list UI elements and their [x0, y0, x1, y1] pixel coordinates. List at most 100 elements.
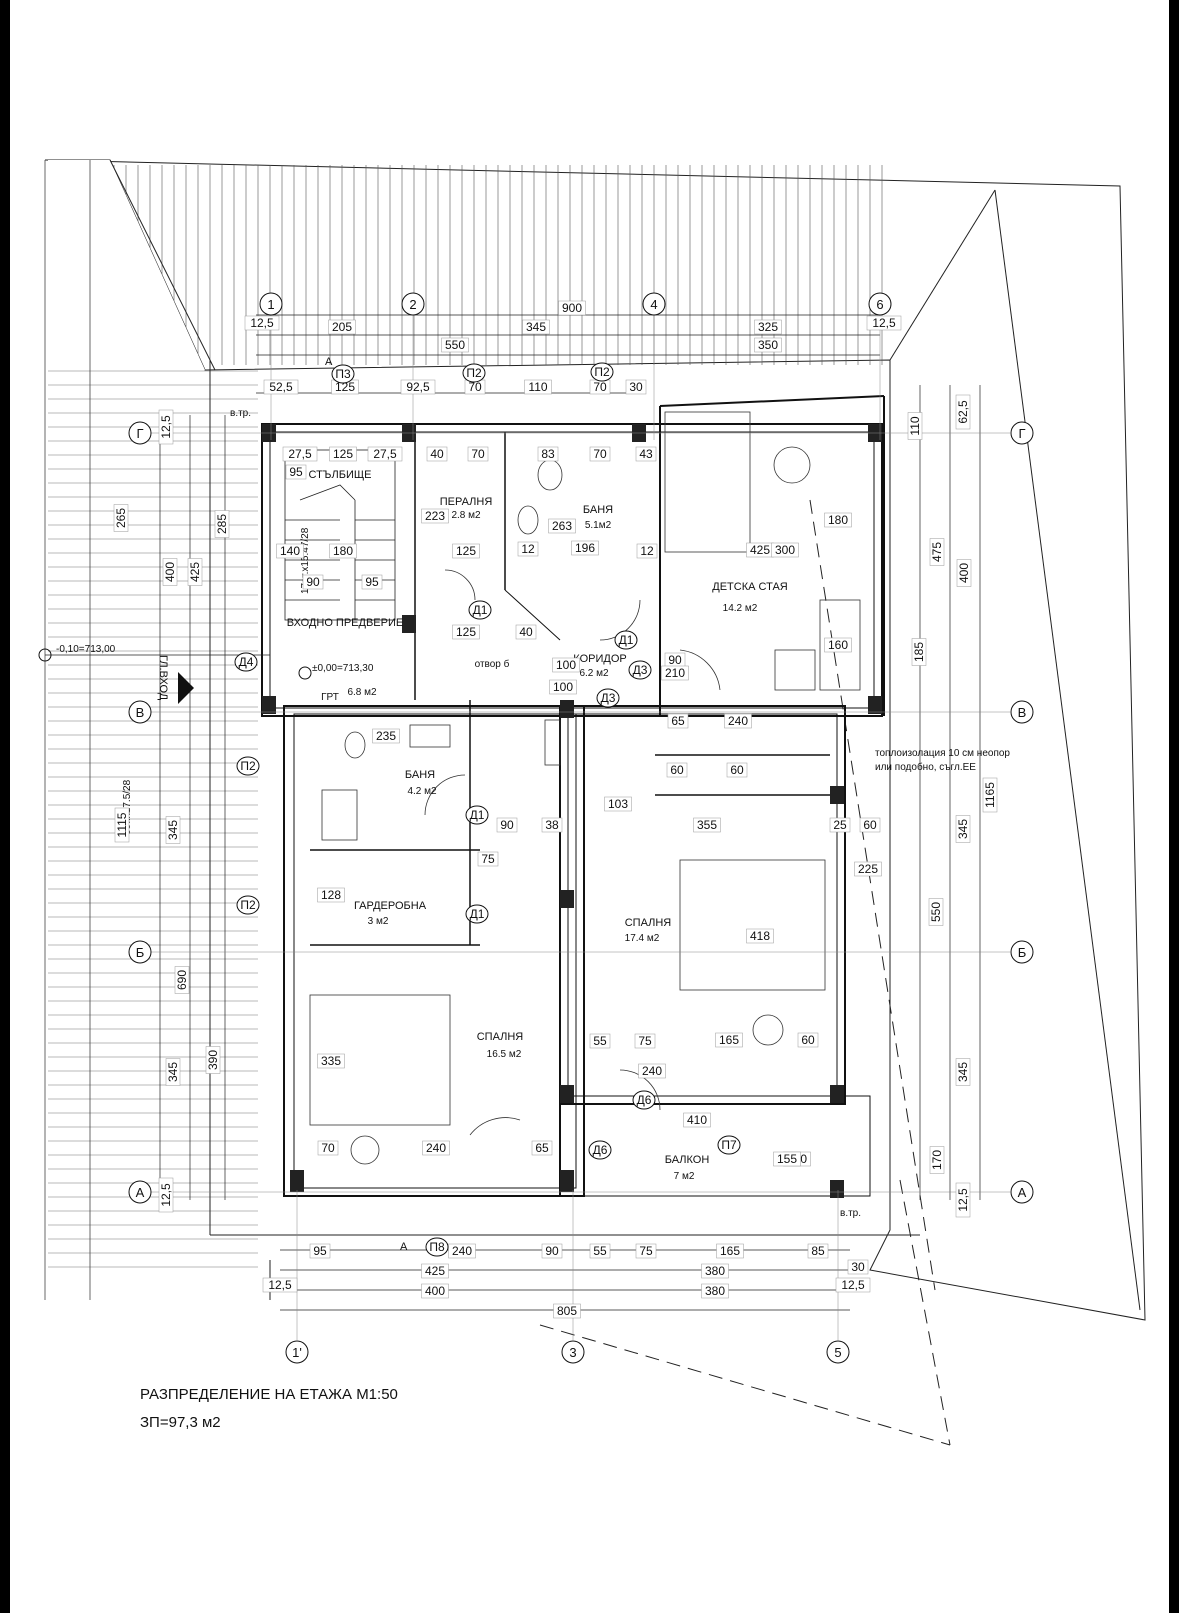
room-label-bedroom-1: СПАЛНЯ: [625, 917, 672, 929]
dim-interior-box: [634, 1033, 656, 1049]
grt-label: ГРТ: [321, 692, 339, 703]
dim-top-value: 52,5: [269, 380, 293, 394]
dim-interior-value: 355: [697, 818, 717, 832]
dim-interior-box: [604, 796, 632, 812]
entrance-arrow-icon: [178, 672, 194, 704]
furniture: [309, 411, 861, 1165]
dim-interior-box: [517, 541, 539, 557]
dim-interior-box: [636, 543, 658, 559]
dim-interior-box: [693, 817, 721, 833]
dim-interior-value: 410: [687, 1113, 707, 1127]
svg-text:Б: Б: [1018, 945, 1027, 960]
dim-bottom-value: 380: [705, 1284, 725, 1298]
dim-interior-box: [426, 446, 448, 462]
ext-stair-spec: 6ст.х17.5/28: [122, 779, 133, 835]
door-tag-marker: [468, 600, 492, 620]
room-label-laundry: ПЕРАЛНЯ: [440, 496, 493, 508]
dim-interior-value: 125: [456, 625, 476, 639]
dim-bottom-value: 55: [593, 1244, 607, 1258]
dim-bottom-box: [807, 1243, 829, 1259]
dim-bottom-box: [835, 1277, 871, 1293]
dim-top-box: [866, 315, 902, 331]
dim-interior-box: [824, 637, 852, 653]
sink-icon: [409, 724, 451, 748]
dim-top-value: 70: [468, 380, 482, 394]
dim-interior-box: [715, 1032, 743, 1048]
dim-left-box: [162, 558, 178, 586]
door-tag-marker: [596, 688, 620, 708]
axis-top-4: 4: [642, 292, 666, 316]
dim-interior-value: 240: [728, 714, 748, 728]
door-tag-marker: [590, 362, 614, 382]
dim-right-value: 550: [929, 902, 943, 922]
dim-interior-box: [552, 657, 580, 673]
dim-top-value: 12,5: [872, 316, 896, 330]
dim-interior-value: 125: [333, 447, 353, 461]
dim-right-value: 110: [908, 416, 922, 435]
dim-right-value: 345: [956, 1062, 970, 1082]
dim-left-value: 265: [114, 508, 128, 528]
dim-interior-value: 65: [535, 1141, 549, 1155]
room-label-bedroom-2: СПАЛНЯ: [477, 1031, 524, 1043]
stove-icon: [544, 719, 561, 766]
dim-interior-box: [635, 446, 657, 462]
dim-bottom-value: 12,5: [268, 1278, 292, 1292]
dim-left-box: [165, 1058, 181, 1086]
door-tag-marker: [717, 1135, 741, 1155]
axis-right-B: Б: [1010, 940, 1034, 964]
dim-left-value: 345: [166, 1062, 180, 1082]
door-tag-label: П2: [240, 759, 256, 773]
room-label-entry: ВХОДНО ПРЕДВЕРИЕ: [287, 617, 403, 629]
drawing-title: РАЗПРЕДЕЛЕНИЕ НА ЕТАЖА М1:50: [140, 1386, 398, 1403]
dim-top-box: [754, 337, 782, 353]
dim-top-value: 550: [445, 338, 465, 352]
bed-kids-room: [664, 411, 751, 553]
dim-right-value: 475: [930, 542, 944, 562]
dim-top-box: [328, 319, 356, 335]
dim-interior-value: 160: [828, 638, 848, 652]
dim-top-value: 345: [526, 320, 546, 334]
dim-right-value: 185: [912, 642, 926, 662]
dim-interior-value: 43: [639, 447, 653, 461]
drainpipe-top: в.тр.: [230, 408, 251, 419]
dim-left-box: [205, 1046, 221, 1074]
axis-left-V: В: [128, 700, 152, 724]
dim-interior-box: [771, 542, 799, 558]
sink-icon: [517, 505, 539, 535]
dim-bottom-value: 240: [452, 1244, 472, 1258]
dim-right-box: [907, 412, 923, 440]
dim-interior-value: 235: [376, 729, 396, 743]
dim-bottom-box: [553, 1303, 581, 1319]
door-tag-marker: [465, 904, 489, 924]
dim-left-box: [114, 807, 130, 843]
dim-bottom-box: [309, 1243, 331, 1259]
door-tag-label: Д6: [637, 1093, 652, 1107]
dim-top-box: [754, 319, 782, 335]
door-tag-label: Д3: [601, 691, 616, 705]
dim-bottom-box: [701, 1283, 729, 1299]
chair-icon: [350, 1135, 380, 1165]
dim-interior-box: [854, 861, 882, 877]
exterior-walls: [261, 395, 885, 1197]
room-area-laundry: 2.8 м2: [451, 510, 481, 521]
dim-interior-box: [317, 1140, 339, 1156]
svg-text:1: 1: [267, 297, 274, 312]
dim-bottom-value: 380: [705, 1264, 725, 1278]
dim-top-box: [558, 300, 586, 316]
dim-top-box: [524, 379, 552, 395]
dim-right-box: [929, 538, 945, 566]
dim-interior-box: [726, 762, 748, 778]
dim-interior-value: 128: [321, 888, 341, 902]
dim-interior-box: [317, 1053, 345, 1069]
dim-interior-box: [548, 518, 576, 534]
drainpipe-bottom: в.тр.: [840, 1208, 861, 1219]
room-area-wardrobe: 3 м2: [368, 916, 389, 927]
dim-right-box: [982, 777, 998, 813]
dim-interior-value: 60: [863, 818, 877, 832]
elevation-inside: ±0,00=713,30: [312, 663, 374, 674]
dim-right-box: [955, 1182, 971, 1218]
